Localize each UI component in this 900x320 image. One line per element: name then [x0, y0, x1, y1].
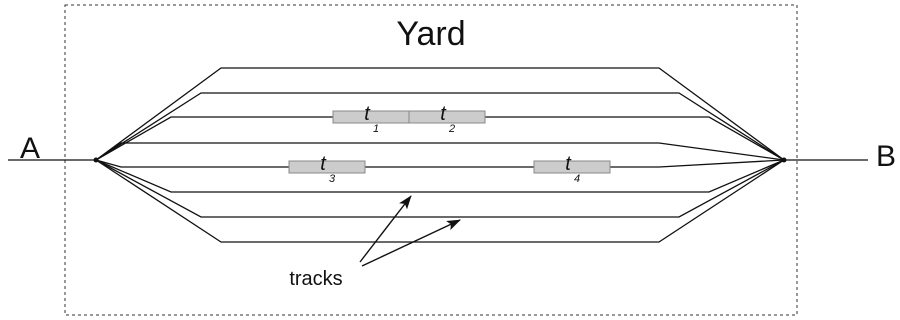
train-body — [332, 110, 410, 124]
train-body — [288, 160, 366, 174]
train-body — [533, 160, 611, 174]
endpoint-a-label: A — [20, 132, 40, 165]
train-subscript: 3 — [329, 173, 336, 185]
junction-left — [93, 157, 99, 163]
train-t3: t3 — [288, 153, 366, 185]
train-subscript: 2 — [448, 123, 455, 135]
track-4 — [95, 142, 785, 161]
train-label: t — [364, 103, 371, 125]
track-1 — [95, 67, 785, 161]
callout-arrow-upper — [359, 195, 412, 263]
train-t2: t2 — [408, 103, 486, 135]
train-body — [408, 110, 486, 124]
yard-title: Yard — [396, 15, 465, 53]
train-t4: t4 — [533, 153, 611, 185]
callout-arrow-lower — [361, 219, 461, 267]
train-label: t — [440, 103, 447, 125]
track-2 — [95, 92, 785, 161]
track-8 — [95, 159, 785, 243]
train-label: t — [565, 153, 572, 175]
junction-right — [781, 157, 787, 163]
train-t1: t1 — [332, 103, 410, 135]
train-subscript: 4 — [574, 173, 580, 185]
tracks-label: tracks — [289, 268, 342, 290]
track-7 — [95, 159, 785, 218]
track-6 — [95, 159, 785, 193]
yard-tracks — [93, 67, 787, 243]
endpoint-b-label: B — [876, 140, 896, 173]
train-label: t — [320, 153, 327, 175]
train-subscript: 1 — [373, 123, 379, 135]
track-5 — [95, 159, 785, 168]
